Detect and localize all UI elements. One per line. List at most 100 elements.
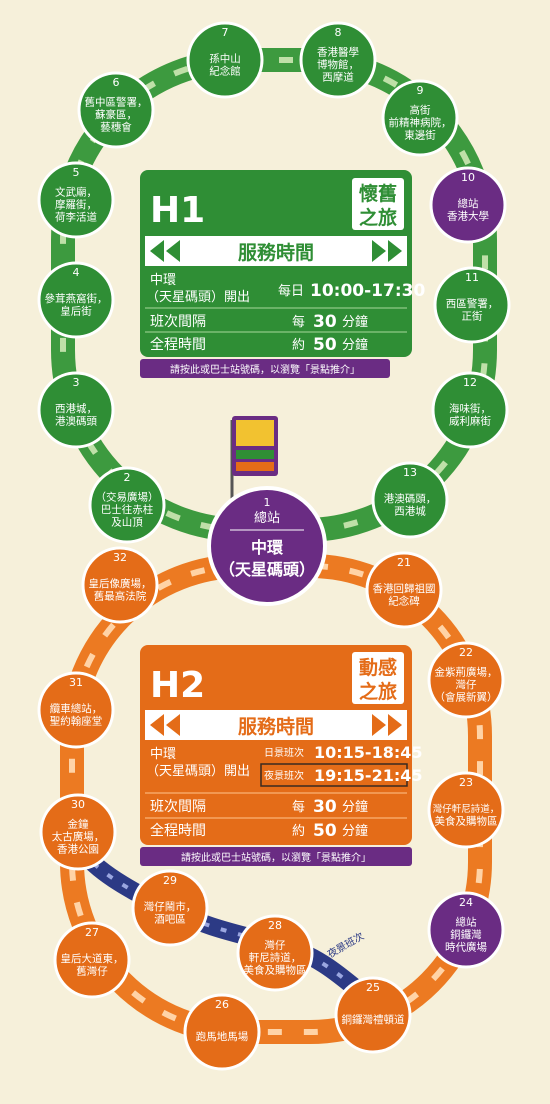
h2-stop-25[interactable]: 25 銅鑼灣禮頓道 bbox=[334, 976, 412, 1054]
stop-label: 西區警署， bbox=[446, 297, 499, 310]
stop-label: 及山頂 bbox=[111, 517, 143, 529]
h2-note-bar[interactable] bbox=[140, 847, 412, 866]
stop-label: 香港大學 bbox=[447, 209, 489, 222]
stop-label: 美食及購物區 bbox=[244, 964, 307, 977]
stop-number: 25 bbox=[366, 981, 380, 994]
stop-label: 皇后大道東， bbox=[61, 952, 124, 965]
h1-interval-value: 30 bbox=[313, 312, 337, 332]
stop-number: 5 bbox=[73, 166, 80, 179]
stop-circle bbox=[88, 466, 166, 544]
h1-note-text[interactable]: 請按此或巴士站號碼，以瀏覽「景點推介」 bbox=[170, 363, 360, 376]
h1-interval-prefix: 每 bbox=[292, 314, 305, 330]
h2-interval-unit: 分鐘 bbox=[342, 799, 368, 815]
stop-label: 聖約翰座堂 bbox=[50, 714, 103, 727]
stop-label: 總站 bbox=[458, 197, 479, 210]
stop-label: 香港回歸祖國 bbox=[373, 582, 436, 595]
stop-label: 總站 bbox=[456, 916, 477, 929]
stop-label: 前精神病院， bbox=[389, 116, 452, 129]
h1-theme-line1: 懷舊 bbox=[359, 182, 397, 205]
h2-note-text[interactable]: 請按此或巴士站號碼，以瀏覽「景點推介」 bbox=[181, 851, 371, 864]
h2-duration-prefix: 約 bbox=[292, 824, 305, 839]
stop-label: 正街 bbox=[462, 309, 483, 322]
stop-label: 美食及購物區 bbox=[435, 814, 498, 827]
stop-label: 銅鑼灣禮頓道 bbox=[342, 1013, 405, 1026]
h1-depart-line2: （天星碼頭）開出 bbox=[146, 290, 250, 305]
h1-duration-label: 全程時間 bbox=[150, 336, 206, 353]
stop-label: 金紫荊廣場， bbox=[435, 666, 498, 679]
h1-note-bar[interactable] bbox=[140, 359, 390, 378]
stop-label: 西摩道 bbox=[322, 71, 354, 84]
stop-number: 28 bbox=[268, 919, 282, 932]
stop-number: 22 bbox=[459, 646, 473, 659]
left-arrow-icon bbox=[150, 240, 180, 262]
stop-circle bbox=[131, 869, 209, 947]
stop-label: 酒吧區 bbox=[154, 912, 186, 925]
stop-label: 金鐘 bbox=[68, 818, 89, 831]
stop-circle bbox=[77, 71, 155, 149]
h2-theme-line1: 動感 bbox=[359, 656, 397, 679]
stop-circle bbox=[39, 793, 117, 871]
stop-label: 灣仔軒尼詩道， bbox=[433, 803, 500, 815]
hub-stop-1[interactable]: 1 總站 中環 （天星碼頭） bbox=[207, 486, 327, 606]
stop-label: 太古廣場， bbox=[52, 830, 105, 843]
h2-service-banner bbox=[145, 710, 407, 740]
stop-circle bbox=[37, 671, 115, 749]
stop-label: 東邊街 bbox=[404, 129, 436, 142]
h1-depart-line1: 中環 bbox=[150, 273, 176, 288]
stop-circle bbox=[427, 891, 505, 969]
h1-info-panel: H1 懷舊 之旅 服務時間 中環 （天星碼頭）開出 每日 10:00-17:30… bbox=[140, 170, 425, 357]
h2-theme-badge bbox=[352, 652, 404, 704]
h2-night-label: 夜景班次 bbox=[264, 769, 304, 782]
stop-circle bbox=[334, 976, 412, 1054]
stop-number: 12 bbox=[463, 376, 477, 389]
stop-number: 9 bbox=[417, 84, 424, 97]
stops-layer: 2（交易廣場）巴士往赤柱及山頂3西港城，港澳碼頭4參茸燕窩街，皇后街5文武廟，摩… bbox=[37, 21, 511, 1071]
h1-service-banner bbox=[145, 236, 407, 266]
h2-stop-22[interactable]: 22 金紫荊廣場，灣仔（會展新翼） bbox=[427, 641, 505, 719]
stop-label: （會展新翼） bbox=[435, 691, 498, 704]
stop-circle bbox=[429, 166, 507, 244]
h1-duration-value: 50 bbox=[313, 335, 337, 355]
h2-depart-line2: （天星碼頭）開出 bbox=[146, 764, 250, 779]
stop-label: 博物館， bbox=[317, 58, 359, 71]
stop-label: 皇后像廣場， bbox=[89, 577, 152, 590]
stop-label: 荷李活道 bbox=[55, 211, 97, 224]
stop-circle bbox=[183, 993, 261, 1071]
stop-number: 6 bbox=[113, 76, 120, 89]
stop-label: 海味街， bbox=[449, 402, 491, 415]
stop-circle bbox=[433, 266, 511, 344]
stop-circle bbox=[37, 261, 115, 339]
h2-interval-prefix: 每 bbox=[292, 799, 305, 815]
stop-label: 蘇豪區， bbox=[95, 108, 137, 121]
stop-label: 港澳碼頭， bbox=[384, 492, 437, 505]
stop-label: 灣仔 bbox=[456, 679, 477, 691]
stop-label: 文武廟， bbox=[55, 186, 97, 199]
stop-label: 銅鑼灣 bbox=[450, 928, 482, 941]
h1-depart-prefix: 每日 bbox=[278, 283, 304, 299]
h2-interval-value: 30 bbox=[313, 797, 337, 817]
left-arrow-icon bbox=[150, 714, 180, 736]
